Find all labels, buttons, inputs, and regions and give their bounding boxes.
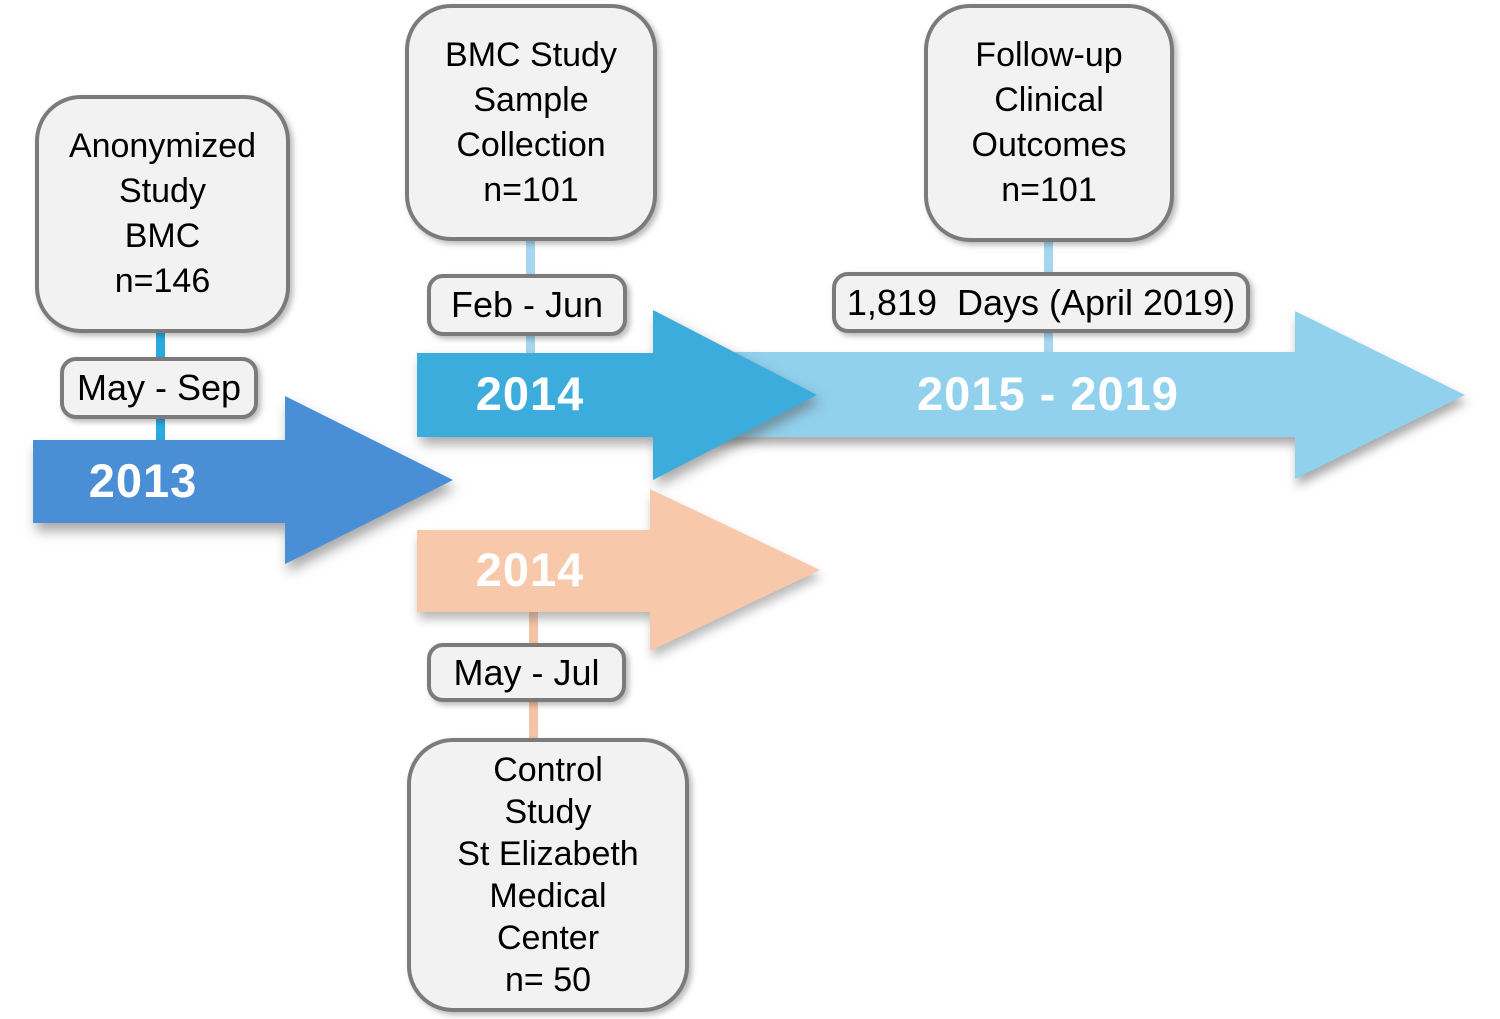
connector-control-bottom	[529, 701, 538, 739]
box-anonymized-study: Anonymized Study BMC n=146	[35, 95, 290, 333]
arrow-2013	[33, 396, 453, 564]
box-bmc-sample-collection: BMC Study Sample Collection n=101	[405, 4, 657, 241]
box-line: Sample	[473, 80, 589, 119]
connector-anonymized-top	[156, 330, 165, 358]
connector-followup-top	[1044, 241, 1053, 273]
box-line: Collection	[456, 125, 606, 164]
box-line: Study	[504, 793, 592, 831]
arrow-2015-2019	[660, 311, 1465, 479]
box-line: n=101	[1001, 171, 1097, 209]
pill-1819-days: 1,819 Days (April 2019)	[832, 272, 1250, 333]
box-line: Medical	[489, 877, 607, 915]
box-line: Anonymized	[68, 127, 257, 165]
box-followup-outcomes: Follow-up Clinical Outcomes n=101	[924, 4, 1174, 242]
year-2014-control: 2014	[475, 543, 585, 596]
arrow-2014-bmc	[417, 310, 817, 480]
box-line: Center	[496, 919, 600, 957]
connector-control-top	[529, 611, 538, 644]
box-control-study: Control Study St Elizabeth Medical Cente…	[407, 738, 689, 1012]
connector-bmc-top	[526, 240, 535, 275]
connector-followup-bottom	[1044, 331, 1053, 353]
pill-may-jul: May - Jul	[427, 643, 626, 702]
box-line: n= 50	[504, 961, 592, 999]
year-2013: 2013	[88, 454, 198, 507]
year-2014-bmc: 2014	[475, 367, 585, 420]
box-line: Outcomes	[971, 126, 1127, 164]
connector-anonymized-bottom	[156, 419, 165, 442]
box-line: Study	[119, 172, 206, 210]
box-line: Clinical	[994, 81, 1104, 119]
box-line: St Elizabeth	[457, 835, 639, 873]
connector-bmc-bottom	[526, 334, 535, 354]
box-line: n=146	[114, 262, 211, 300]
pill-feb-jun: Feb - Jun	[427, 274, 627, 336]
box-line: Follow-up	[975, 36, 1123, 74]
box-line: n=101	[483, 170, 579, 209]
pill-may-sep: May - Sep	[60, 357, 258, 419]
arrow-2014-control	[417, 489, 820, 651]
box-line: BMC Study	[445, 35, 617, 74]
year-2015-2019: 2015 - 2019	[917, 367, 1179, 420]
box-line: BMC	[124, 217, 201, 255]
box-line: Control	[493, 751, 603, 789]
